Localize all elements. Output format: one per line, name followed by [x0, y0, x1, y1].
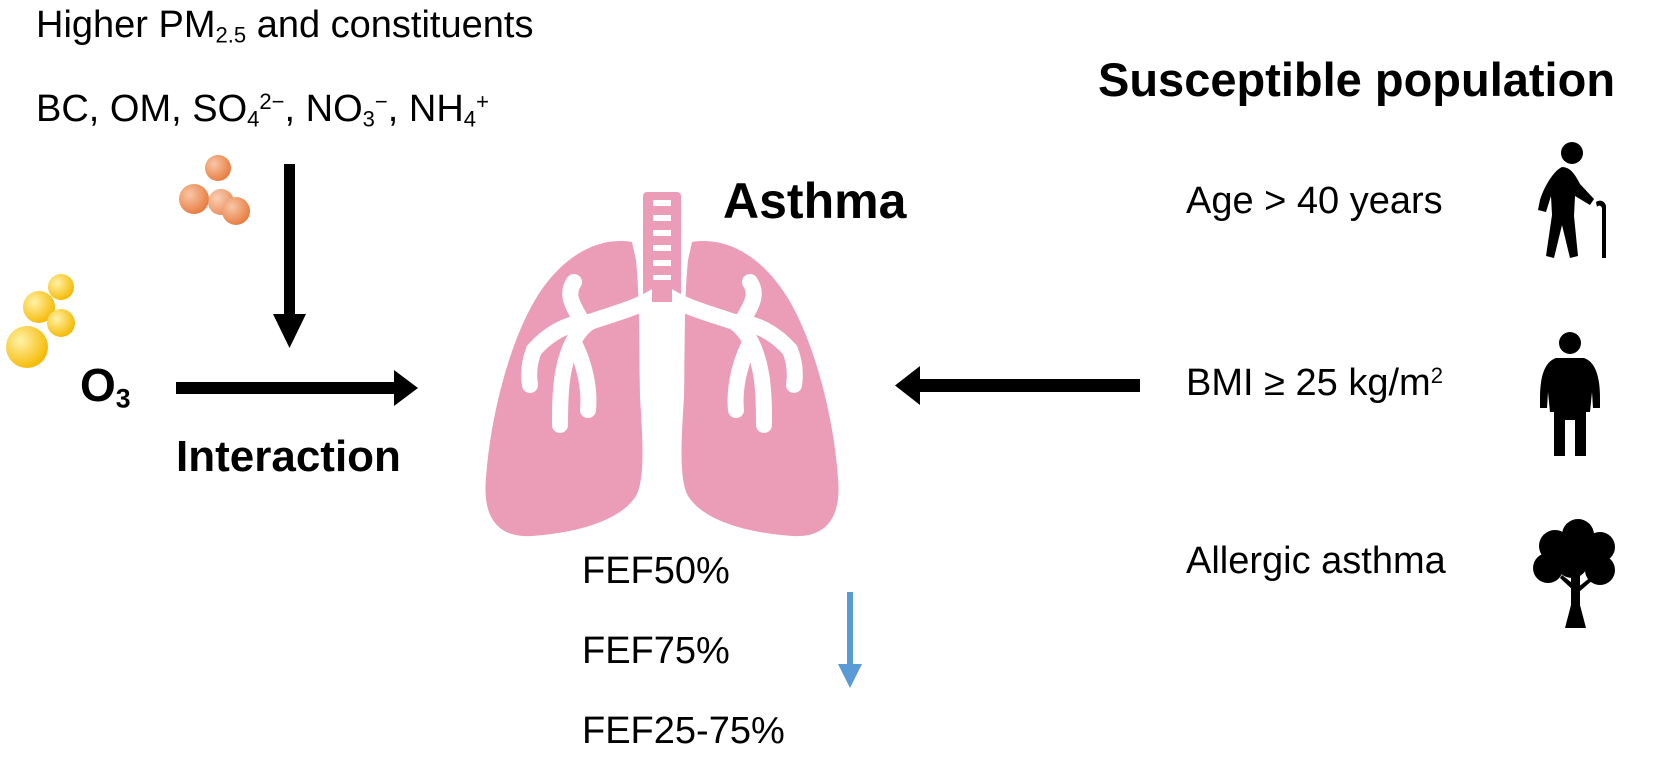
ozone-subscript: 3	[115, 383, 131, 414]
susceptible-item-age: Age > 40 years	[1186, 180, 1443, 222]
nh4-superscript: +	[476, 88, 489, 114]
pm25-prefix: Higher PM	[36, 4, 216, 46]
pm25-suffix: and constituents	[246, 4, 534, 46]
tree-icon	[1533, 519, 1615, 628]
ozone-label: O3	[80, 358, 131, 412]
susceptible-left-arrow	[895, 366, 1140, 405]
susceptible-item-bmi: BMI ≥ 25 kg/m2	[1186, 362, 1443, 405]
lung-function-fef25-75: FEF25-75%	[582, 710, 785, 752]
ozone-right-arrow	[176, 370, 418, 406]
bmi-unit-superscript: 2	[1430, 362, 1443, 388]
constituent-nh: , NH	[387, 88, 464, 130]
nh4-subscript: 4	[463, 106, 477, 132]
lung-function-fef75: FEF75%	[582, 630, 730, 672]
lungs-icon	[485, 192, 839, 537]
no3-superscript: −	[374, 88, 388, 114]
pm25-subscript: 2.5	[215, 22, 247, 48]
lung-function-fef50: FEF50%	[582, 550, 730, 592]
interaction-label: Interaction	[176, 432, 401, 481]
pm25-heading: Higher PM2.5 and constituents	[36, 4, 533, 47]
constituent-no: , NO	[284, 88, 363, 130]
so4-subscript: 4	[247, 106, 260, 132]
ozone-letter: O	[80, 359, 116, 411]
pm-down-arrow	[273, 164, 306, 348]
elderly-person-icon	[1538, 142, 1606, 258]
so4-superscript: 2−	[259, 88, 285, 114]
pm25-particles-icon	[179, 155, 250, 225]
susceptible-item-allergic: Allergic asthma	[1186, 540, 1446, 582]
bmi-label: BMI ≥ 25 kg/m	[1186, 362, 1431, 404]
decrease-arrow	[838, 592, 862, 688]
constituent-bc-om-so: BC, OM, SO	[36, 88, 248, 130]
overweight-person-icon	[1540, 332, 1600, 456]
pm25-constituents: BC, OM, SO42−, NO3−, NH4+	[36, 88, 489, 131]
asthma-label: Asthma	[723, 173, 907, 229]
susceptible-population-title: Susceptible population	[1098, 53, 1616, 106]
ozone-particles-icon	[6, 274, 75, 368]
no3-subscript: 3	[362, 106, 375, 132]
